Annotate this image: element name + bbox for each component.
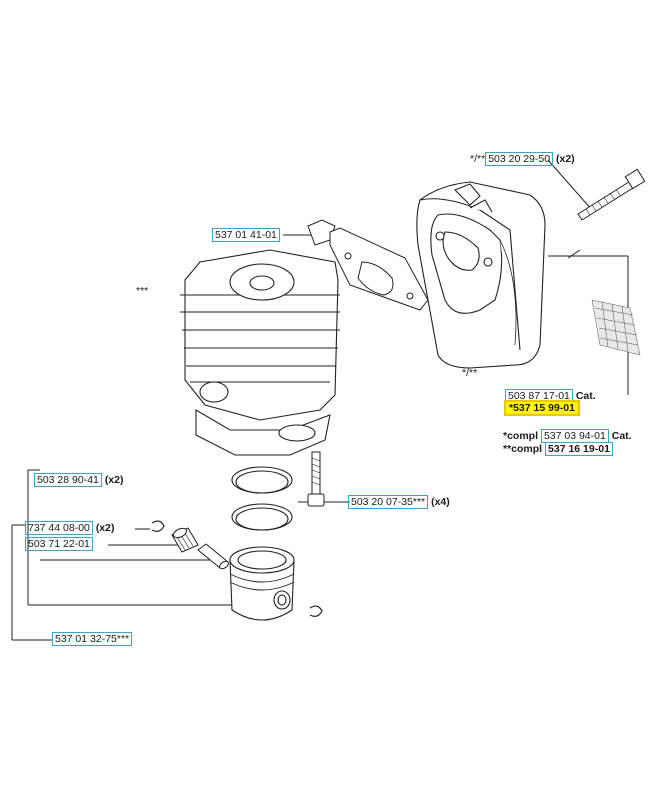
compl-1-label: *compl 537 03 94-01 Cat. [503, 429, 632, 443]
part-number[interactable]: 503 20 29-50 [485, 152, 554, 166]
compl-prefix: *compl [503, 430, 539, 442]
part-number[interactable]: 503 87 17-01 [505, 389, 573, 403]
bolt-label: 503 20 07-35*** (x4) [348, 495, 450, 509]
muffler-highlight-label: *537 15 99-01 [504, 400, 580, 416]
part-number[interactable]: 503 71 22-01 [25, 537, 93, 551]
variant-suffix: Cat. [575, 390, 596, 402]
variant-suffix: Cat. [611, 430, 632, 442]
cylinder-drawing [180, 249, 340, 456]
quantity: (x2) [104, 474, 124, 486]
quantity: (x2) [556, 153, 575, 165]
spark-screen-drawing [591, 299, 641, 356]
exhaust-screw-label: */**503 20 29-50 (x2) [470, 152, 575, 166]
part-number[interactable]: 503 20 07-35*** [348, 495, 429, 509]
part-number[interactable]: 503 28 90-41 [34, 473, 102, 487]
muffler-cat-label: 503 87 17-01 Cat. [505, 389, 596, 403]
compl-prefix: **compl [503, 443, 543, 455]
footnote-mark: */** [470, 153, 486, 165]
part-number[interactable]: 737 44 08-00 [25, 521, 93, 535]
cylinder-bolt-drawing [307, 451, 325, 507]
part-number[interactable]: 537 03 94-01 [540, 429, 609, 443]
ring-label: 503 28 90-41 (x2) [34, 473, 124, 487]
circlip-label: 737 44 08-00 (x2) [25, 521, 115, 535]
compl-2-label: **compl 537 16 19-01 [503, 442, 613, 456]
exhaust-screw-drawing [577, 168, 646, 221]
piston-label: 537 01 32-75*** [52, 632, 133, 646]
piston-rings-drawing [231, 466, 293, 531]
bracket-drawing [307, 219, 429, 311]
needle-bearing-drawing [171, 527, 199, 553]
cylinder-label: *** [136, 285, 149, 297]
part-number[interactable]: 537 16 19-01 [545, 442, 613, 456]
part-number[interactable]: 537 01 32-75*** [52, 632, 133, 646]
pin-label: 503 71 22-01 [25, 537, 93, 551]
bracket-label: 537 01 41-01 [212, 228, 280, 242]
quantity: (x2) [95, 522, 115, 534]
highlighted-part-number[interactable]: *537 15 99-01 [504, 400, 580, 416]
gasket-label: */** [462, 367, 478, 379]
quantity: (x4) [431, 496, 450, 508]
piston-pin-drawing [197, 543, 229, 570]
muffler-drawing [416, 181, 546, 369]
piston-drawing [229, 546, 295, 621]
circlips-drawing [151, 520, 323, 617]
part-number[interactable]: 537 01 41-01 [212, 228, 280, 242]
